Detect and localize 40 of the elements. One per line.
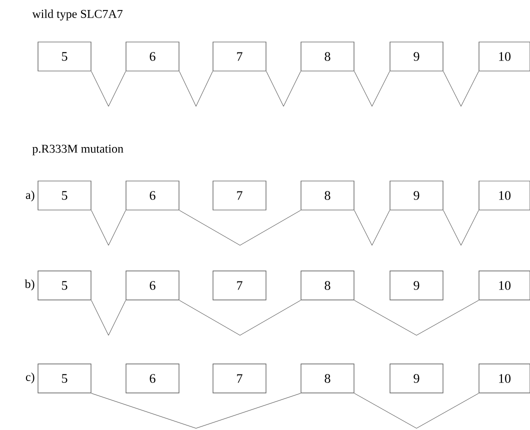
splice-line [179, 71, 213, 107]
exon-box: 8 [300, 364, 354, 394]
splice-line [354, 71, 390, 107]
exon-box: 6 [126, 180, 180, 210]
splice-line [91, 210, 126, 246]
exon-box: 9 [390, 42, 444, 72]
exon-box: 7 [212, 270, 266, 300]
exon-box: 9 [390, 180, 444, 210]
exon-box: 10 [478, 180, 530, 210]
exon-box: 8 [300, 180, 354, 210]
exon-box: 6 [126, 42, 180, 72]
exon-box: 5 [38, 270, 92, 300]
splice-line [91, 393, 301, 429]
exon-box: 9 [390, 270, 444, 300]
splice-line [179, 210, 301, 246]
exon-box: 10 [478, 270, 530, 300]
exon-box: 6 [126, 270, 180, 300]
splice-line [443, 210, 479, 246]
section-heading: wild type SLC7A7 [32, 10, 123, 20]
exon-box: 5 [38, 180, 92, 210]
exon-box: 9 [390, 364, 444, 394]
splice-line [354, 210, 390, 246]
exon-box: 10 [478, 42, 530, 72]
exon-box: 7 [212, 42, 266, 72]
exon-box: 8 [300, 42, 354, 72]
splice-line [91, 300, 126, 336]
exon-box: 7 [212, 180, 266, 210]
exon-box: 6 [126, 364, 180, 394]
exon-box: 7 [212, 364, 266, 394]
section-heading: p.R333M mutation [32, 144, 124, 156]
exon-box: 8 [300, 270, 354, 300]
splice-line [443, 71, 479, 107]
splice-line [354, 393, 479, 429]
splice-line [266, 71, 301, 107]
splice-line [179, 300, 301, 336]
splice-line [354, 300, 479, 336]
exon-box: 5 [38, 364, 92, 394]
exon-box: 5 [38, 42, 92, 72]
exon-box: 10 [478, 364, 530, 394]
splice-line [91, 71, 126, 107]
